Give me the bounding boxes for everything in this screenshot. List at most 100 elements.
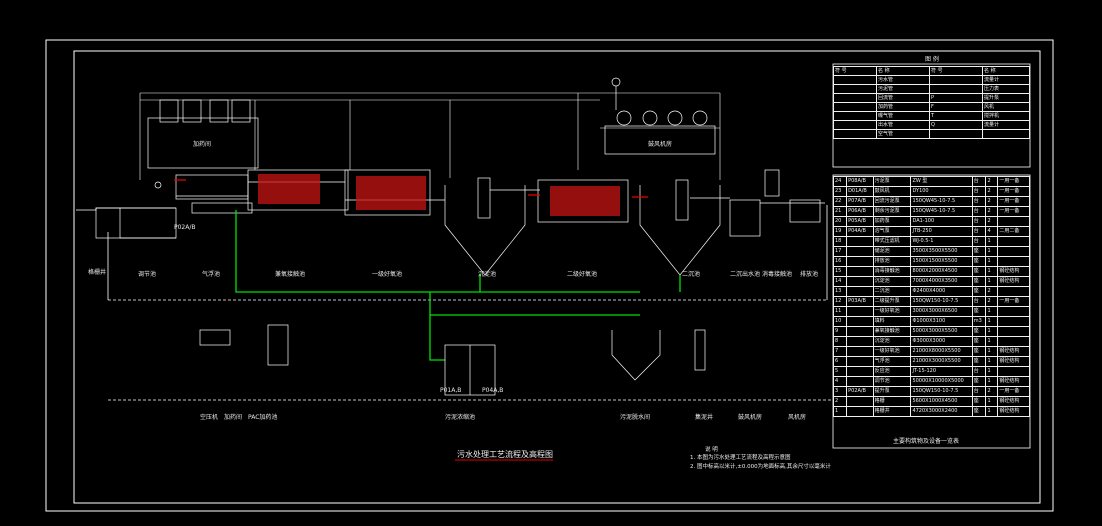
- legend-cell: [833, 102, 877, 112]
- equipment-cell: 20: [832, 216, 848, 227]
- equipment-cell: [846, 356, 874, 367]
- legend-header-cell: 符 号: [929, 66, 983, 76]
- equipment-cell: [846, 396, 874, 407]
- legend-cell: [833, 129, 877, 139]
- equipment-cell: 21000X3000X5500: [910, 356, 973, 367]
- equipment-cell: 座: [971, 306, 987, 317]
- equipment-cell: [997, 236, 1030, 247]
- legend-header-row: 符 号 名 称 符 号 名 称: [833, 66, 1030, 76]
- equipment-cell: 150QW150-10-7.5: [910, 386, 973, 397]
- label-sludge-well: 集泥井: [695, 414, 714, 421]
- equipment-cell: 台: [971, 296, 987, 307]
- equipment-cell: 台: [971, 366, 987, 377]
- equipment-cell: ZW 型: [910, 176, 973, 187]
- legend-row: 污水管流量计: [833, 75, 1030, 85]
- equipment-cell: [846, 366, 874, 377]
- equipment-cell: 台: [971, 216, 987, 227]
- screen-well: [95, 181, 177, 239]
- equipment-cell: [997, 306, 1030, 317]
- equipment-cell: 回流污泥泵: [872, 196, 912, 207]
- equipment-cell: 150QW150-10-7.5: [910, 296, 973, 307]
- equipment-cell: 2: [985, 206, 999, 217]
- legend-cell: [929, 84, 983, 94]
- legend-cell: 提升泵: [982, 93, 1030, 103]
- equipment-cell: DA1-100: [910, 216, 973, 227]
- label-equalization: 调节池: [138, 271, 157, 278]
- label-air-compressor: 空压机: [200, 414, 219, 421]
- pump-tag-2: P01A,B: [440, 387, 462, 394]
- equipment-cell: 150QW45-10-7.5: [910, 196, 973, 207]
- legend-cell: [982, 129, 1030, 139]
- equipment-cell: 座: [971, 286, 987, 297]
- equipment-cell: [846, 266, 874, 277]
- dosing-building: [147, 99, 259, 169]
- equipment-cell: 座: [971, 256, 987, 267]
- flotation-tank: [175, 174, 253, 214]
- equipment-cell: 加药泵: [872, 216, 912, 227]
- sludge-lines: [235, 210, 681, 361]
- equipment-cell: 15: [832, 266, 848, 277]
- equipment-cell: 19: [832, 226, 848, 237]
- equipment-cell: 1: [985, 376, 999, 387]
- label-aerobic-2: 二级好氧池: [567, 271, 598, 278]
- equipment-cell: 台: [971, 236, 987, 247]
- equipment-cell: 1: [985, 356, 999, 367]
- equipment-cell: 24: [832, 176, 848, 187]
- equipment-cell: 11: [832, 306, 848, 317]
- equipment-cell: 1: [985, 366, 999, 377]
- equipment-cell: 1: [985, 246, 999, 257]
- equipment-cell: 17: [832, 246, 848, 257]
- equipment-cell: 1: [985, 346, 999, 357]
- equipment-cell: 5: [832, 366, 848, 377]
- blower-building: [604, 77, 716, 155]
- equipment-cell: 沉淀池: [872, 336, 912, 347]
- equipment-cell: [997, 366, 1030, 377]
- equipment-cell: 一级好氧池: [872, 306, 912, 317]
- equipment-cell: 7000X4000X3500: [910, 276, 973, 287]
- equipment-cell: 格栅: [872, 396, 912, 407]
- equipment-cell: 4: [832, 376, 848, 387]
- equipment-cell: 一用一备: [997, 196, 1030, 207]
- legend-cell: 出水管: [876, 120, 930, 130]
- equipment-cell: 6: [832, 356, 848, 367]
- label-secondary-clarifier: 二沉池: [682, 271, 701, 278]
- equipment-cell: [846, 406, 874, 417]
- label-clarifier-outlet: 二沉出水池: [730, 271, 761, 278]
- sludge-treatment: [108, 324, 832, 401]
- equipment-cell: 12: [832, 296, 848, 307]
- label-anoxic: 兼氧接触池: [275, 271, 306, 278]
- legend-cell: P: [929, 93, 983, 103]
- equipment-cell: 鼓风机: [872, 186, 912, 197]
- equipment-cell: m3: [971, 316, 987, 327]
- equipment-cell: 8000X2000X4500: [910, 266, 973, 277]
- legend-cell: 压力表: [982, 84, 1030, 94]
- equipment-cell: 一用一备: [997, 186, 1030, 197]
- equipment-cell: 座: [971, 326, 987, 337]
- equipment-cell: 23: [832, 186, 848, 197]
- equipment-cell: [997, 256, 1030, 267]
- drawing-title: 污水处理工艺流程及高程图: [457, 450, 553, 459]
- equipment-cell: WJ-0.5-1: [910, 236, 973, 247]
- equipment-cell: P07A/B: [846, 196, 874, 207]
- equipment-cell: 9: [832, 326, 848, 337]
- equipment-cell: [846, 286, 874, 297]
- equipment-cell: 1: [985, 266, 999, 277]
- legend-cell: [833, 120, 877, 130]
- equipment-cell: 座: [971, 396, 987, 407]
- equipment-cell: 座: [971, 246, 987, 257]
- equipment-cell: [997, 286, 1030, 297]
- equipment-cell: [846, 236, 874, 247]
- label-dosing-room: 加药间: [224, 414, 243, 421]
- legend-cell: 曝气管: [876, 111, 930, 121]
